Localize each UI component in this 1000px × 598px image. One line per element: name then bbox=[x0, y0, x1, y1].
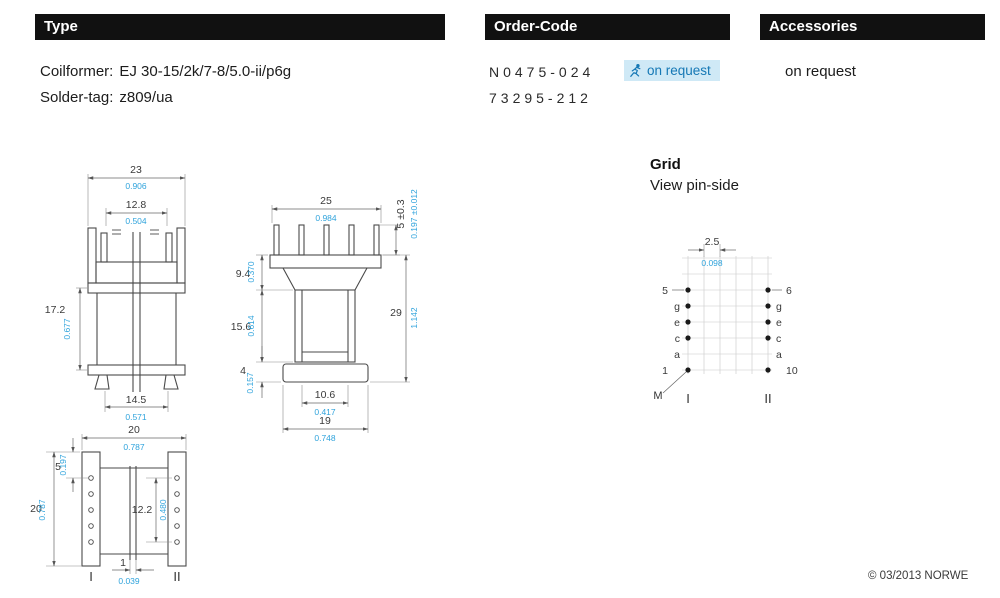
coilformer-label: Coilformer: bbox=[40, 63, 114, 80]
grid-row-letter-right-c: c bbox=[776, 333, 781, 345]
side-dim-height-mm: 29 bbox=[390, 307, 402, 319]
grid-pin-dots bbox=[685, 287, 771, 373]
grid-row-letter-left-a: a bbox=[674, 349, 680, 361]
grid-pin-ticks bbox=[662, 289, 782, 394]
side-dim-width-top-mm: 25 bbox=[320, 195, 332, 207]
order-code-header-bar: Order-Code bbox=[485, 14, 730, 40]
pin-grid-diagram: 2.5 0.098 5 6 1 10 g e c a g e c a M I I… bbox=[653, 236, 797, 406]
grid-pin-6: 6 bbox=[786, 285, 792, 297]
side-view-outline bbox=[269, 224, 382, 383]
front-dim-height-inch: 0.677 bbox=[62, 318, 72, 340]
type-header-bar: Type bbox=[35, 14, 445, 40]
grid-label-col-1: I bbox=[686, 391, 690, 406]
order-code-1: N0475-024 bbox=[489, 64, 595, 80]
grid-pin-5: 5 bbox=[662, 285, 668, 297]
grid-row-letter-left-g: g bbox=[674, 301, 680, 313]
front-dim-width-inner-inch: 0.504 bbox=[125, 216, 147, 226]
side-dim-width-bottom-mm: 19 bbox=[319, 415, 331, 427]
coilformer-value: EJ 30-15/2k/7-8/5.0-ii/p6g bbox=[119, 63, 292, 80]
side-dim-width-top-inch: 0.984 bbox=[315, 213, 337, 223]
front-view-equality-marks bbox=[112, 229, 159, 235]
bottom-view: 20 0.787 5 0.197 20 0.787 12.2 0.480 1 0… bbox=[30, 424, 187, 586]
front-dim-width-bottom-mm: 14.5 bbox=[126, 394, 147, 406]
bottom-view-dimension-lines bbox=[52, 436, 187, 572]
bottom-dim-width-top-mm: 20 bbox=[128, 424, 140, 436]
grid-lines bbox=[682, 256, 772, 374]
accessories-header-bar: Accessories bbox=[760, 14, 985, 40]
copyright-footer: © 03/2013 NORWE bbox=[868, 570, 969, 582]
technical-drawings: 23 0.906 12.8 0.504 17.2 0.677 14.5 0.57… bbox=[30, 164, 798, 586]
accessories-header-label: Accessories bbox=[769, 18, 858, 35]
grid-title: Grid bbox=[650, 156, 681, 173]
side-dim-middle-mm: 15.6 bbox=[231, 321, 252, 333]
bottom-dim-slot-inch: 0.039 bbox=[118, 576, 140, 586]
bottom-view-outline bbox=[81, 451, 187, 567]
type-header-label: Type bbox=[44, 18, 78, 35]
coilformer-line: Coilformer: EJ 30-15/2k/7-8/5.0-ii/p6g bbox=[40, 63, 291, 80]
front-view-dimension-lines bbox=[78, 176, 186, 409]
front-view-outline bbox=[87, 227, 186, 392]
side-dim-pin-length-mm: 5 ±0.3 bbox=[395, 199, 407, 228]
side-dim-width-bottom-inch: 0.748 bbox=[314, 433, 336, 443]
solder-tag-label: Solder-tag: bbox=[40, 89, 114, 106]
bottom-dim-pin-offset-mm: 5 bbox=[55, 461, 61, 473]
solder-tag-value: z809/ua bbox=[119, 89, 173, 106]
front-dim-width-top-mm: 23 bbox=[130, 164, 142, 176]
side-view-dimension-lines bbox=[260, 207, 408, 431]
bottom-dim-pin-span-mm: 12.2 bbox=[132, 504, 153, 516]
grid-pin-10: 10 bbox=[786, 365, 798, 377]
on-request-badge: on request bbox=[624, 60, 720, 81]
grid-subtitle: View pin-side bbox=[650, 177, 739, 194]
order-code-2: 73295-212 bbox=[489, 90, 592, 106]
side-dim-inner-bottom-inch: 0.417 bbox=[314, 407, 336, 417]
bottom-dim-width-top-inch: 0.787 bbox=[123, 442, 145, 452]
grid-pin-1: 1 bbox=[662, 365, 668, 377]
accessories-value-text: on request bbox=[785, 63, 856, 80]
grid-pitch-inch: 0.098 bbox=[701, 258, 723, 268]
on-request-badge-label: on request bbox=[647, 63, 711, 78]
bottom-dim-height-inch: 0.787 bbox=[37, 499, 47, 521]
side-dim-lower-inch: 0.157 bbox=[245, 372, 255, 394]
grid-row-letter-right-e: e bbox=[776, 317, 782, 329]
front-dim-width-top-inch: 0.906 bbox=[125, 181, 147, 191]
grid-row-letter-right-a: a bbox=[776, 349, 782, 361]
side-dim-pin-length-inch: 0.197 ±0.012 bbox=[409, 189, 419, 239]
bottom-dim-pin-span-inch: 0.480 bbox=[158, 499, 168, 521]
front-dim-height-mm: 17.2 bbox=[45, 304, 66, 316]
bottom-label-section-1: I bbox=[89, 569, 93, 584]
grid-row-letter-right-g: g bbox=[776, 301, 782, 313]
grid-row-letter-left-e: e bbox=[674, 317, 680, 329]
side-dim-upper-mm: 9.4 bbox=[236, 268, 251, 280]
side-dim-upper-inch: 0.370 bbox=[246, 261, 256, 283]
bottom-dim-pin-offset-inch: 0.197 bbox=[58, 454, 68, 476]
grid-label-m: M bbox=[653, 390, 662, 402]
bottom-dim-height-mm: 20 bbox=[30, 503, 42, 515]
grid-pitch-mm: 2.5 bbox=[705, 236, 720, 248]
side-dim-inner-bottom-mm: 10.6 bbox=[315, 389, 336, 401]
side-view: 25 0.984 5 ±0.3 0.197 ±0.012 9.4 0.370 1… bbox=[231, 189, 419, 443]
order-code-header-label: Order-Code bbox=[494, 18, 578, 35]
bottom-dim-slot-mm: 1 bbox=[120, 557, 126, 569]
accessories-value: on request bbox=[785, 63, 856, 80]
solder-tag-line: Solder-tag: z809/ua bbox=[40, 89, 173, 106]
side-dim-middle-inch: 0.614 bbox=[246, 315, 256, 337]
side-dim-height-inch: 1.142 bbox=[409, 307, 419, 329]
runner-icon bbox=[630, 64, 641, 77]
grid-label-col-2: II bbox=[764, 391, 771, 406]
front-dim-width-bottom-inch: 0.571 bbox=[125, 412, 147, 422]
bottom-label-section-2: II bbox=[173, 569, 180, 584]
bottom-view-pin-holes bbox=[88, 475, 180, 545]
grid-row-letter-left-c: c bbox=[675, 333, 680, 345]
side-dim-lower-mm: 4 bbox=[240, 365, 246, 377]
front-dim-width-inner-mm: 12.8 bbox=[126, 199, 147, 211]
front-view: 23 0.906 12.8 0.504 17.2 0.677 14.5 0.57… bbox=[45, 164, 186, 422]
